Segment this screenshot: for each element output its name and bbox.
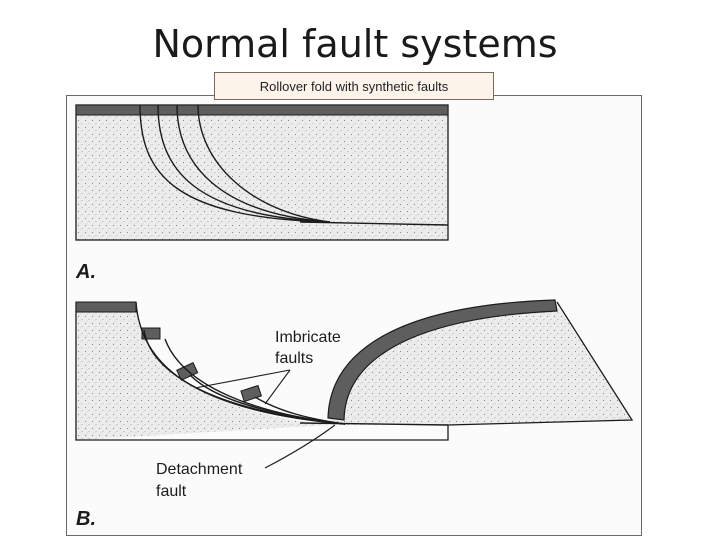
- detachment-leader: [264, 424, 336, 469]
- detachment-trace: [299, 422, 449, 426]
- panel-a-label: A.: [75, 261, 96, 283]
- panel-a-faults: [139, 104, 449, 226]
- slide-title: Normal fault systems: [152, 22, 558, 66]
- panel-a-fault-2: [157, 104, 331, 223]
- imbricate-label-line1: Imbricate: [275, 329, 341, 346]
- detachment-label-line1: Detachment: [156, 461, 243, 478]
- panel-a-fault-3: [176, 104, 331, 223]
- panel-a-fault-4: [197, 104, 331, 223]
- leader-lines: [194, 369, 336, 469]
- imbricate-label-line2: faults: [275, 350, 313, 367]
- caption-box: Rollover fold with synthetic faults: [214, 72, 494, 100]
- panel-b-label: B.: [76, 508, 96, 530]
- rollover-bed: [327, 299, 558, 421]
- imbricate-fault-1: [143, 329, 346, 425]
- detachment-label-line2: fault: [156, 483, 187, 500]
- imbricate-leader-2: [264, 369, 291, 405]
- imbricate-fault-3: [189, 374, 346, 425]
- panel-b-faults: [135, 301, 449, 426]
- panel-a-block: [75, 104, 449, 241]
- panel-a-fault-1: [139, 104, 331, 223]
- imbricate-fault-4: [254, 396, 346, 425]
- imbricate-leader-1: [194, 369, 291, 389]
- panel-b-outline: [75, 301, 634, 441]
- panel-a-detachment: [299, 221, 449, 226]
